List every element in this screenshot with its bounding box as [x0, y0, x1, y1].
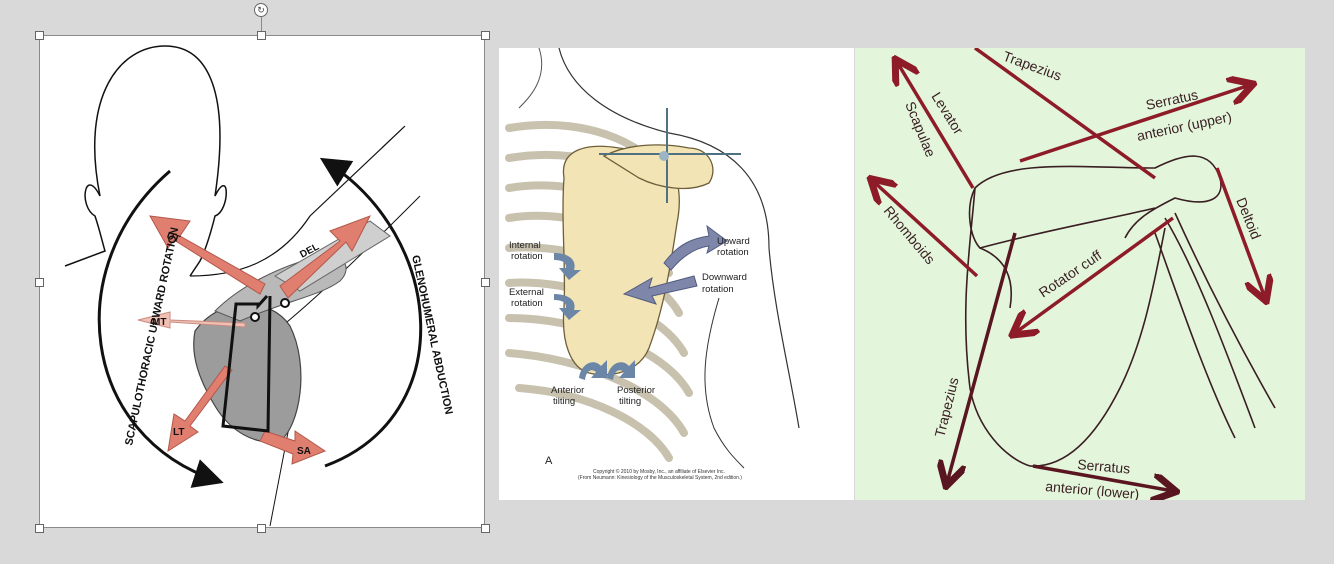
svg-text:Copyright © 2010 by Mosby, Inc: Copyright © 2010 by Mosby, Inc., an affi…: [578, 468, 742, 481]
figure-3-drawing: Trapezius Levator Scapulae Serratus ante…: [855, 48, 1276, 500]
neck-outline: [64, 184, 106, 267]
levator-arrow: [897, 62, 975, 189]
mt-label: MT: [152, 317, 166, 328]
upward-rotation-label-1: Upward: [717, 236, 750, 247]
upward-rotation-label-2: rotation: [717, 247, 749, 258]
abduction-label: GLENOHUMERAL ABDUCTION: [409, 254, 455, 416]
resize-handle-right[interactable]: [481, 278, 490, 287]
posterior-tilting-label-2: tilting: [619, 396, 641, 407]
copyright-line-2: (From Neumann: Kinesiology of the Muscul…: [578, 475, 742, 481]
panel-letter: A: [545, 455, 553, 467]
rotator-cuff-arrow: [1015, 216, 1175, 333]
resize-handle-left[interactable]: [35, 278, 44, 287]
levator-label: Levator: [928, 89, 966, 137]
resize-handle-top-left[interactable]: [35, 31, 44, 40]
abduction-arc: [319, 157, 423, 468]
upward-rotation-arrow: [663, 224, 728, 271]
internal-rotation-arrow: [554, 253, 581, 280]
del-arrow: [279, 215, 372, 299]
external-rotation-label-2: rotation: [511, 298, 543, 309]
resize-handle-top[interactable]: [257, 31, 266, 40]
resize-handle-bottom-right[interactable]: [481, 524, 490, 533]
trapezius-lower-arrow: [947, 232, 1017, 483]
external-rotation-arrow: [554, 294, 581, 320]
trapezius-lower-label: Trapezius: [931, 376, 961, 439]
rhomboids-arrow: [873, 181, 979, 278]
external-rotation-label-1: External: [509, 287, 544, 298]
downward-rotation-label-2: rotation: [702, 284, 734, 295]
serratus-lower-label-2: anterior (lower): [1045, 478, 1140, 500]
anterior-tilting-label-2: tilting: [553, 396, 575, 407]
force-couple-figure[interactable]: Trapezius Levator Scapulae Serratus ante…: [855, 48, 1305, 500]
serratus-lower-label-1: Serratus: [1077, 456, 1131, 477]
scapulothoracic-figure[interactable]: UT DEL MT LT SA SCAPULOTHORACIC UPWARD R…: [40, 36, 485, 528]
ut-label: UT: [165, 230, 181, 245]
deltoid-label: Deltoid: [1233, 195, 1264, 241]
resize-handle-top-right[interactable]: [481, 31, 490, 40]
upward-rotation-label: SCAPULOTHORACIC UPWARD ROTATION: [123, 226, 181, 446]
deltoid-arrow: [1215, 167, 1265, 298]
ut-arrow: [149, 215, 266, 295]
downward-rotation-arrow: [622, 275, 698, 305]
figure-1-drawing: UT DEL MT LT SA SCAPULOTHORACIC UPWARD R…: [64, 45, 455, 527]
lt-arrow: [167, 365, 233, 453]
scapulae-label: Scapulae: [902, 99, 939, 159]
internal-rotation-label-1: Internal: [509, 240, 541, 251]
head-outline: [94, 45, 227, 277]
trapezius-upper-label: Trapezius: [1001, 48, 1064, 84]
trapezius-upper-arrow: [973, 48, 1157, 180]
sa-arrow: [259, 430, 327, 465]
serratus-upper-label-2: anterior (upper): [1135, 108, 1233, 144]
rotate-handle-stem: [261, 17, 262, 35]
resize-handle-bottom[interactable]: [257, 524, 266, 533]
anterior-tilting-label-1: Anterior: [551, 385, 584, 396]
rotate-handle-icon[interactable]: ↻: [254, 3, 268, 17]
upward-rotation-arc: [97, 169, 224, 488]
posterior-tilting-label-1: Posterior: [617, 385, 655, 396]
sa-label: SA: [297, 446, 311, 457]
serratus-upper-arrow: [1019, 85, 1250, 163]
resize-handle-bottom-left[interactable]: [35, 524, 44, 533]
posterior-tilting-arrow: [607, 360, 635, 380]
serratus-upper-label-1: Serratus: [1144, 86, 1199, 113]
serratus-lower-arrow: [1032, 464, 1173, 491]
copyright-line-1: Copyright © 2010 by Mosby, Inc., an affi…: [593, 468, 725, 475]
downward-rotation-label-1: Downward: [702, 272, 747, 283]
anterior-tilting-arrow: [579, 360, 607, 380]
lt-label: LT: [173, 427, 184, 438]
internal-rotation-label-2: rotation: [511, 251, 543, 262]
